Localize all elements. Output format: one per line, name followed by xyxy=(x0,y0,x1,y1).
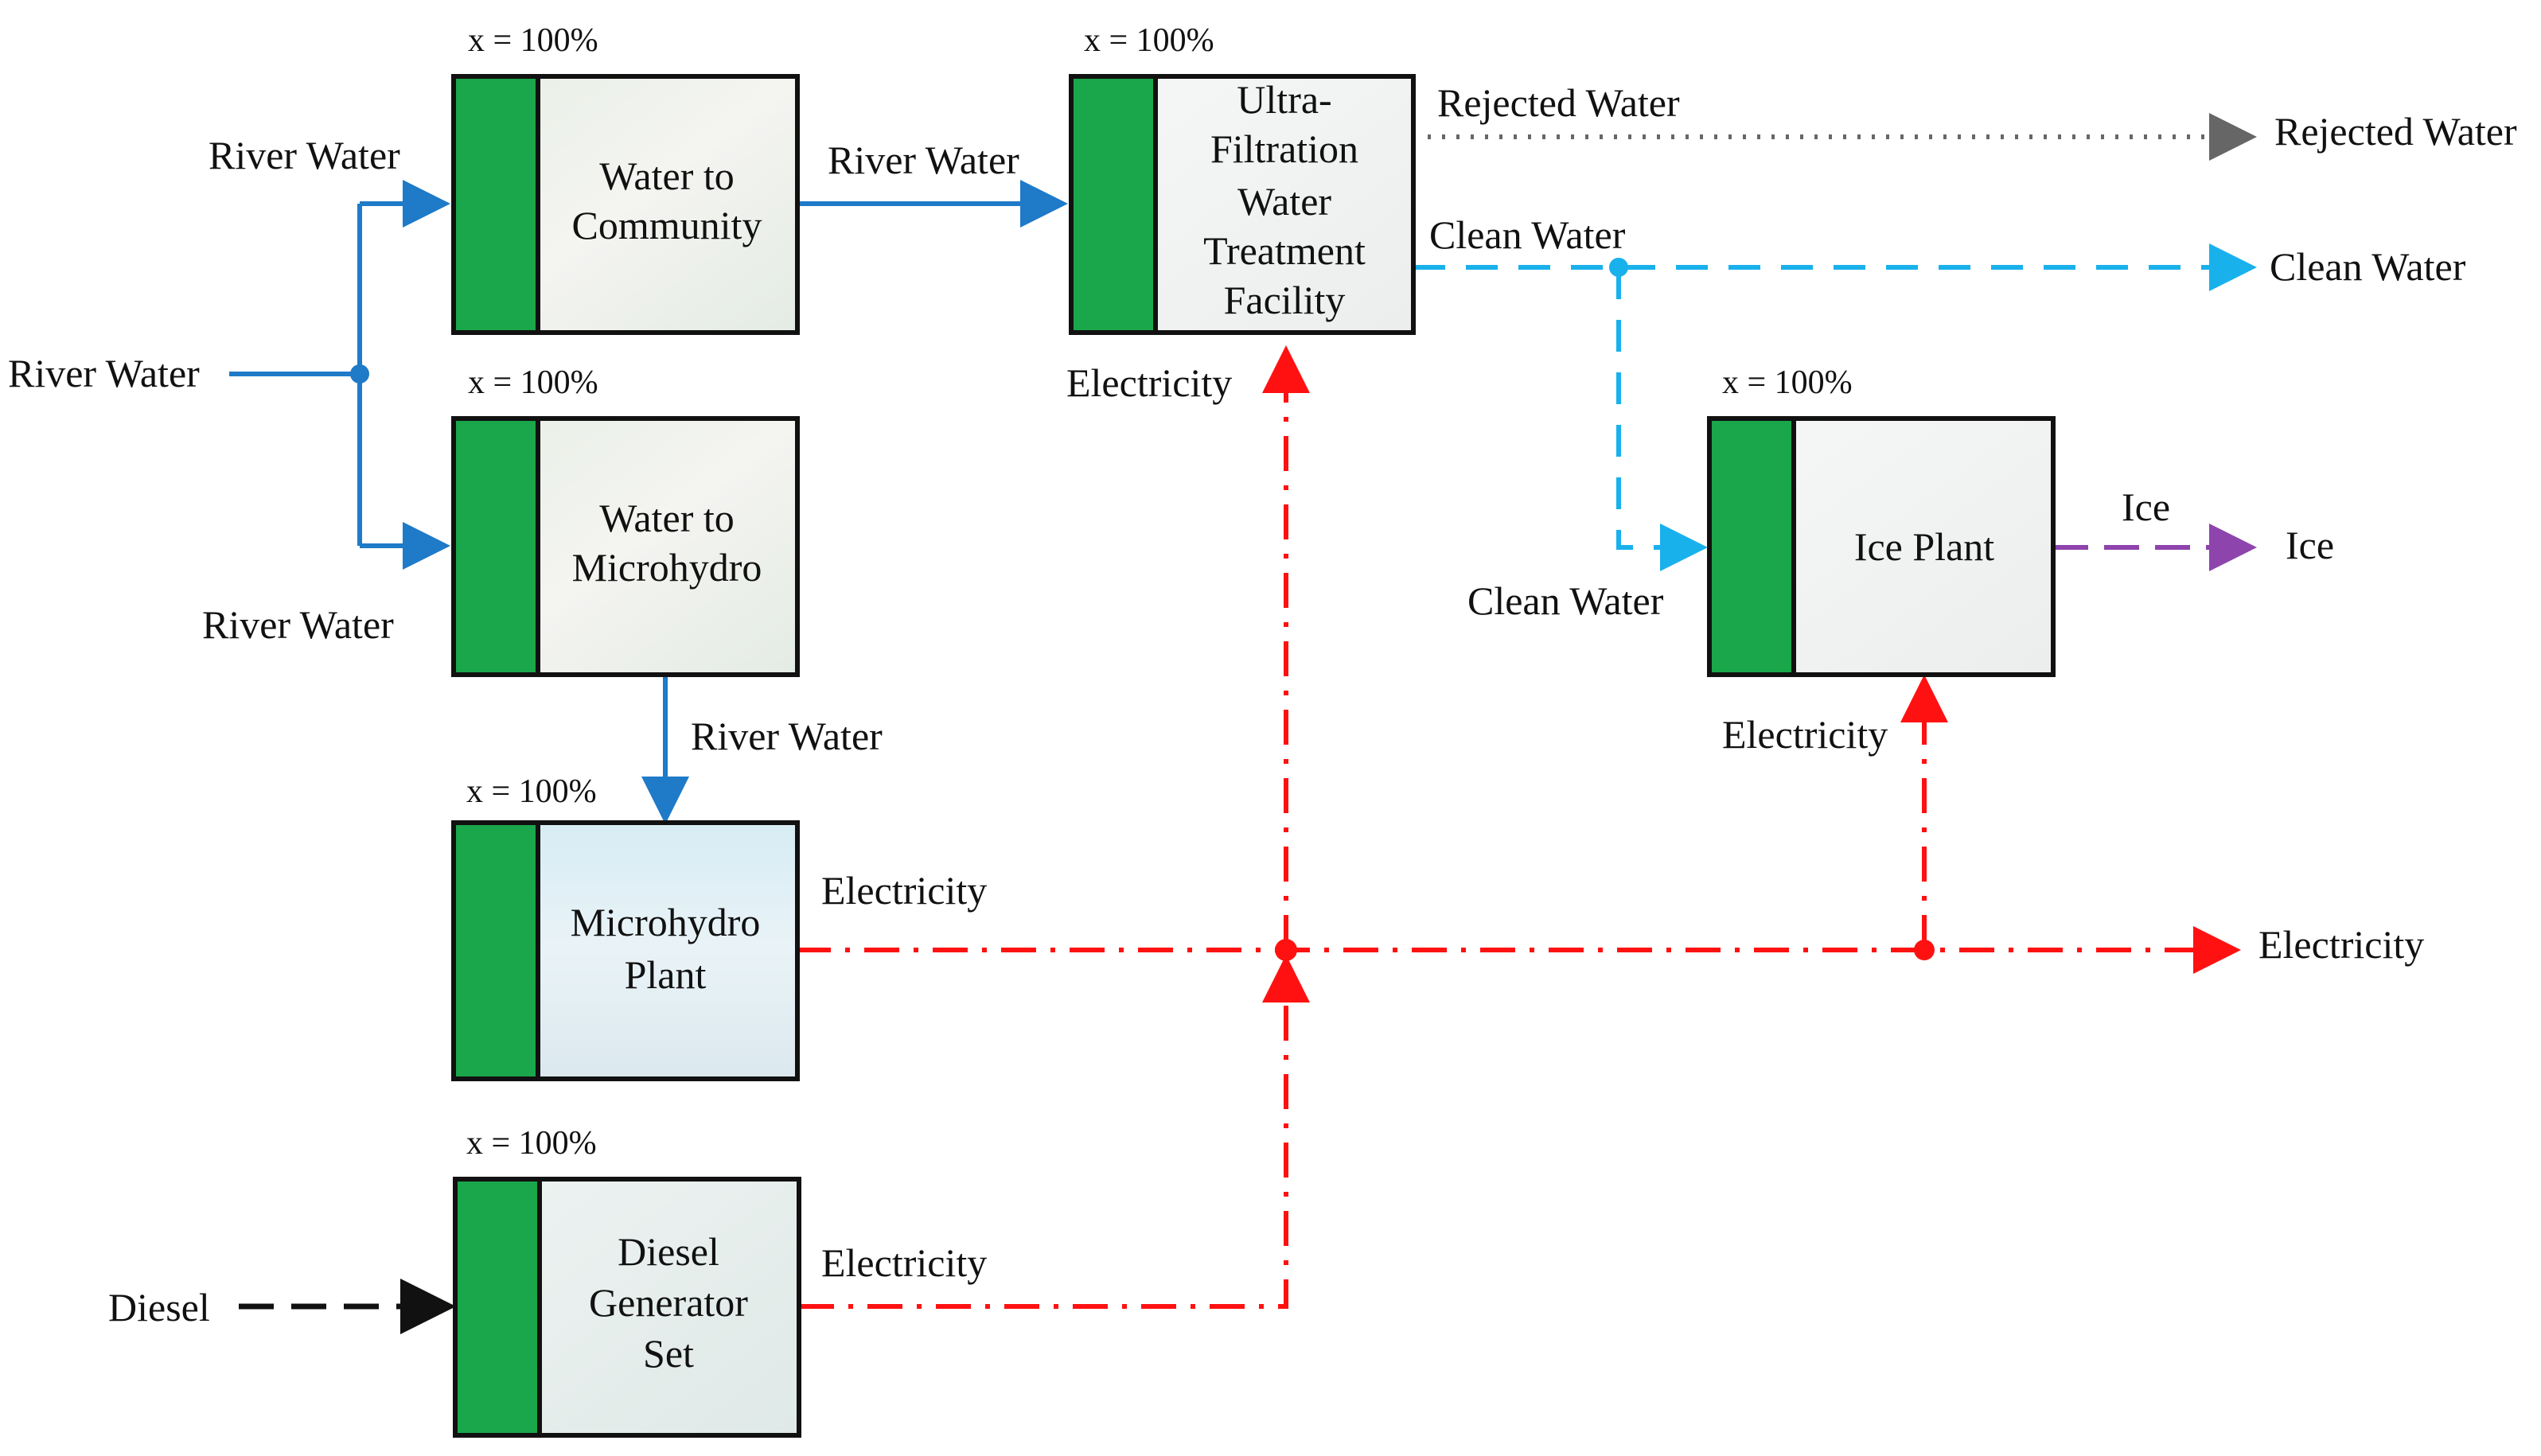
label-electricity-end: Electricity xyxy=(2258,922,2424,967)
clean-water-to-ice-arrow xyxy=(1616,267,1708,571)
utilization-label: x = 100% xyxy=(1084,22,1214,59)
label-electricity-ice: Electricity xyxy=(1722,712,1888,757)
label-river-water-community-out: River Water xyxy=(828,138,1019,182)
unit-title-line-5: Facility xyxy=(1224,278,1346,322)
electricity-flows xyxy=(796,345,2241,1309)
unit-frame xyxy=(451,416,800,677)
utilization-label: x = 100% xyxy=(468,364,598,401)
unit-title-line-1: Water to xyxy=(599,496,735,540)
capacity-bar xyxy=(1071,76,1156,333)
unit-water-to-community[interactable]: Water to Community x = 100% xyxy=(451,22,800,335)
label-ice-out: Ice xyxy=(2122,485,2170,529)
label-rejected-water-out: Rejected Water xyxy=(1437,80,1680,125)
unit-frame xyxy=(1069,74,1416,335)
unit-title-line-1: Ultra- xyxy=(1237,77,1331,122)
label-electricity-uf: Electricity xyxy=(1066,360,1232,405)
unit-title-line-2: Generator xyxy=(589,1280,748,1325)
unit-frame xyxy=(1707,416,2056,677)
unit-ice-plant[interactable]: Ice Plant x = 100% xyxy=(1707,364,2056,677)
label-clean-water-end: Clean Water xyxy=(2270,244,2466,289)
label-diesel-input: Diesel xyxy=(108,1285,210,1329)
unit-title-line-1: Ice Plant xyxy=(1854,524,1994,569)
river-water-junction xyxy=(350,364,369,383)
label-river-water-to-community: River Water xyxy=(209,133,400,177)
electricity-junction-ice xyxy=(1914,940,1935,960)
utilization-label: x = 100% xyxy=(1722,364,1853,401)
unit-title-line-4: Treatment xyxy=(1203,228,1366,273)
unit-title-line-1: Microhydro xyxy=(571,900,761,944)
utilization-label: x = 100% xyxy=(468,22,598,59)
label-river-water-microhydro-out: River Water xyxy=(691,714,883,758)
capacity-bar xyxy=(454,76,538,333)
unit-ultrafiltration-facility[interactable]: Ultra- Filtration Water Treatment Facili… xyxy=(1069,22,1416,335)
label-clean-water-to-ice: Clean Water xyxy=(1467,578,1664,623)
capacity-bar xyxy=(454,419,538,675)
unit-title-line-2: Community xyxy=(572,203,762,247)
label-river-water-to-microhydro: River Water xyxy=(202,602,394,647)
unit-microhydro-plant[interactable]: Microhydro Plant x = 100% xyxy=(451,773,800,1081)
unit-title-line-2: Microhydro xyxy=(572,545,762,590)
capacity-bar xyxy=(1709,419,1794,675)
utilization-label: x = 100% xyxy=(466,773,597,810)
unit-title-line-1: Water to xyxy=(599,154,735,198)
unit-frame xyxy=(453,1177,801,1438)
unit-title-line-3: Water xyxy=(1237,179,1331,224)
electricity-diesel-line xyxy=(799,955,1310,1309)
unit-frame xyxy=(451,74,800,335)
electricity-junction-uf xyxy=(1275,939,1297,961)
unit-water-to-microhydro[interactable]: Water to Microhydro x = 100% xyxy=(451,364,800,677)
capacity-bar xyxy=(454,823,538,1079)
label-clean-water-out: Clean Water xyxy=(1429,212,1626,257)
capacity-bar xyxy=(455,1179,540,1435)
label-ice-end: Ice xyxy=(2286,523,2334,567)
utilization-label: x = 100% xyxy=(466,1125,597,1162)
unit-title-line-1: Diesel xyxy=(618,1229,719,1274)
clean-water-flows xyxy=(1413,243,2257,571)
flow-labels: River Water River Water River Water Rive… xyxy=(8,80,2517,1329)
unit-frame xyxy=(451,820,800,1081)
unit-title-line-3: Set xyxy=(643,1331,694,1376)
unit-diesel-generator[interactable]: Diesel Generator Set x = 100% xyxy=(453,1125,801,1438)
label-rejected-water-end: Rejected Water xyxy=(2274,109,2517,154)
label-river-water-input: River Water xyxy=(8,351,200,395)
river-water-flows xyxy=(229,180,1068,824)
unit-title-line-2: Filtration xyxy=(1210,127,1358,171)
label-electricity-diesel: Electricity xyxy=(821,1240,987,1285)
label-electricity-microhydro: Electricity xyxy=(821,868,987,913)
unit-title-line-2: Plant xyxy=(625,952,707,997)
